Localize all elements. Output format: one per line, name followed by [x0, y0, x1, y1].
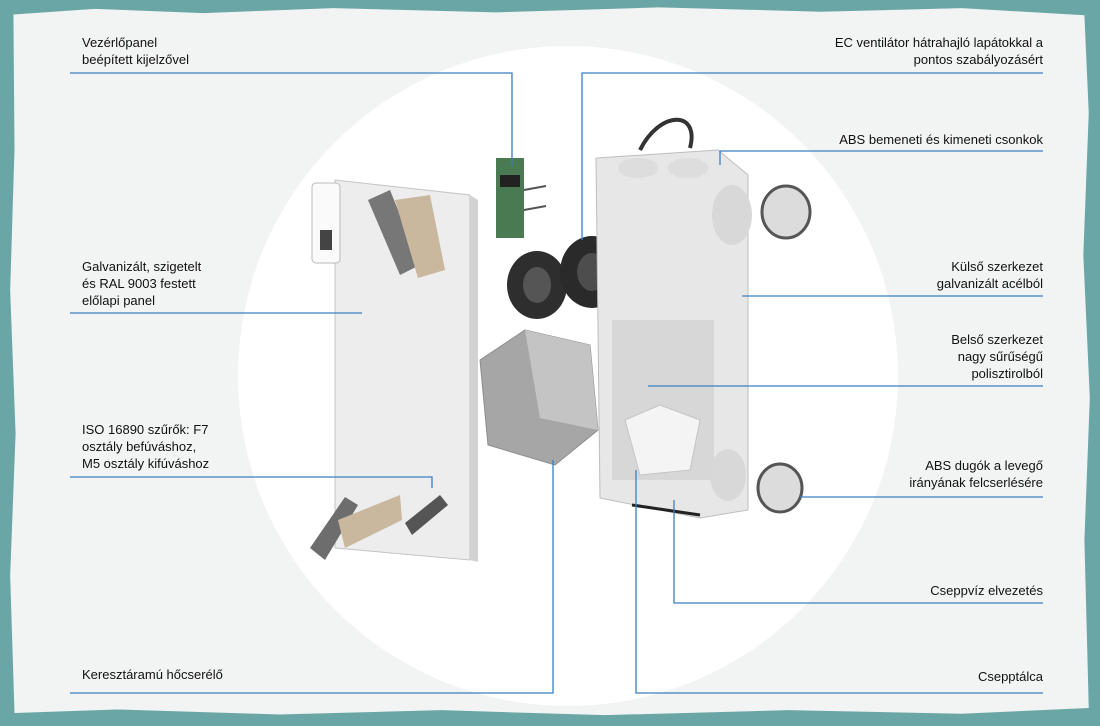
- label-heat-exchanger: Keresztáramú hőcserélő: [82, 667, 223, 682]
- label-abs-ports: ABS bemeneti és kimeneti csonkok: [839, 132, 1043, 147]
- label-drip-tray: Csepptálca: [977, 669, 1043, 684]
- heat-exchanger: [479, 329, 599, 466]
- label-filters: ISO 16890 szűrők: F7 osztály befúváshoz,…: [82, 422, 210, 471]
- label-outer-structure: Külső szerkezet galvanizált acélból: [936, 259, 1043, 291]
- label-ec-fan: EC ventilátor hátrahajló lapátokkal a po…: [834, 35, 1043, 67]
- label-inner-structure: Belső szerkezet nagy sűrűségű polisztiro…: [951, 332, 1043, 381]
- control-board: [496, 158, 547, 238]
- label-control-panel: Vezérlőpanel beépített kijelzővel: [82, 35, 189, 67]
- unit-housing: [595, 117, 812, 519]
- front-panel: [310, 179, 478, 562]
- label-front-panel: Galvanizált, szigetelt és RAL 9003 feste…: [82, 259, 202, 308]
- label-abs-plugs: ABS dugók a levegő irányának felcserlésé…: [909, 458, 1043, 490]
- label-condensate-drain: Cseppvíz elvezetés: [930, 583, 1043, 598]
- callout-lines: [70, 72, 1043, 694]
